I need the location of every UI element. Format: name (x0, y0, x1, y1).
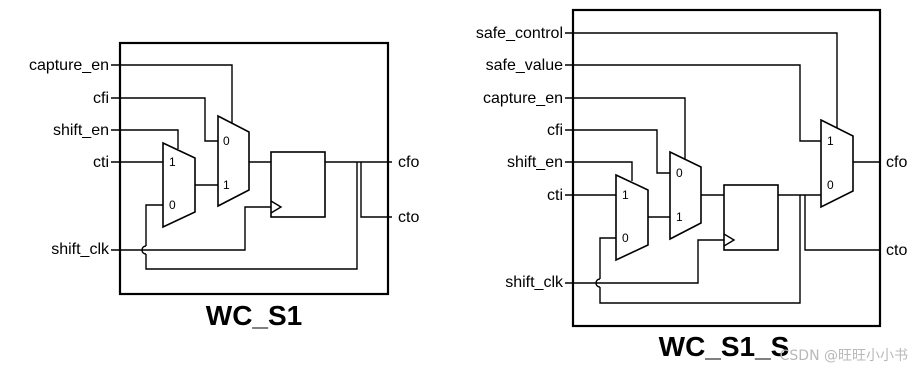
wc-s1-mux-2: 0 1 (217, 114, 250, 208)
output-cfo: cfo (398, 154, 419, 171)
mux-pin-0: 0 (827, 178, 834, 192)
input-cti: cti (93, 154, 109, 171)
watermark: CSDN @旺旺小小书 (780, 348, 908, 364)
wc-s1-title: WC_S1 (206, 300, 302, 331)
input-capture-en: capture_en (483, 90, 563, 107)
mux-pin-1: 1 (622, 188, 629, 202)
mux-pin-1: 1 (223, 178, 230, 192)
wc-s1-s-diagram: safe_control safe_value capture_en cfi s… (476, 8, 907, 362)
input-safe-value: safe_value (486, 57, 563, 74)
input-cfi: cfi (93, 90, 109, 107)
wc-s1-flip-flop (270, 151, 326, 218)
output-cto: cto (398, 209, 419, 226)
wc-s1-cell-border (118, 41, 390, 296)
input-shift-en: shift_en (53, 122, 109, 139)
wc-s1-diagram: capture_en cfi shift_en cti shift_clk cf… (29, 41, 419, 331)
output-cto: cto (886, 242, 907, 259)
wc-s1-wires (111, 64, 392, 270)
wc-s1-s-title: WC_S1_S (659, 331, 790, 362)
input-cti: cti (547, 187, 563, 204)
mux-pin-1: 1 (676, 210, 683, 224)
input-shift-clk: shift_clk (505, 274, 564, 291)
input-safe-control: safe_control (476, 25, 563, 42)
mux-pin-1: 1 (169, 155, 176, 169)
mux-pin-0: 0 (169, 198, 176, 212)
wc-s1-s-cell-border (571, 8, 882, 328)
wc-s1-s-flip-flop (723, 184, 779, 251)
input-cfi: cfi (547, 122, 563, 139)
wc-s1-s-mux-3: 1 0 (820, 118, 854, 209)
wc-s1-mux-1: 1 0 (162, 141, 196, 229)
wc-s1-s-wires (565, 32, 880, 304)
mux-pin-0: 0 (223, 134, 230, 148)
mux-pin-0: 0 (676, 166, 683, 180)
input-shift-en: shift_en (507, 154, 563, 171)
input-capture-en: capture_en (29, 57, 109, 74)
input-shift-clk: shift_clk (51, 241, 110, 258)
mux-pin-1: 1 (827, 134, 834, 148)
wc-s1-s-mux-2: 0 1 (669, 150, 702, 241)
wc-s1-s-mux-1: 1 0 (615, 173, 649, 262)
mux-pin-0: 0 (622, 231, 629, 245)
output-cfo: cfo (886, 154, 907, 171)
